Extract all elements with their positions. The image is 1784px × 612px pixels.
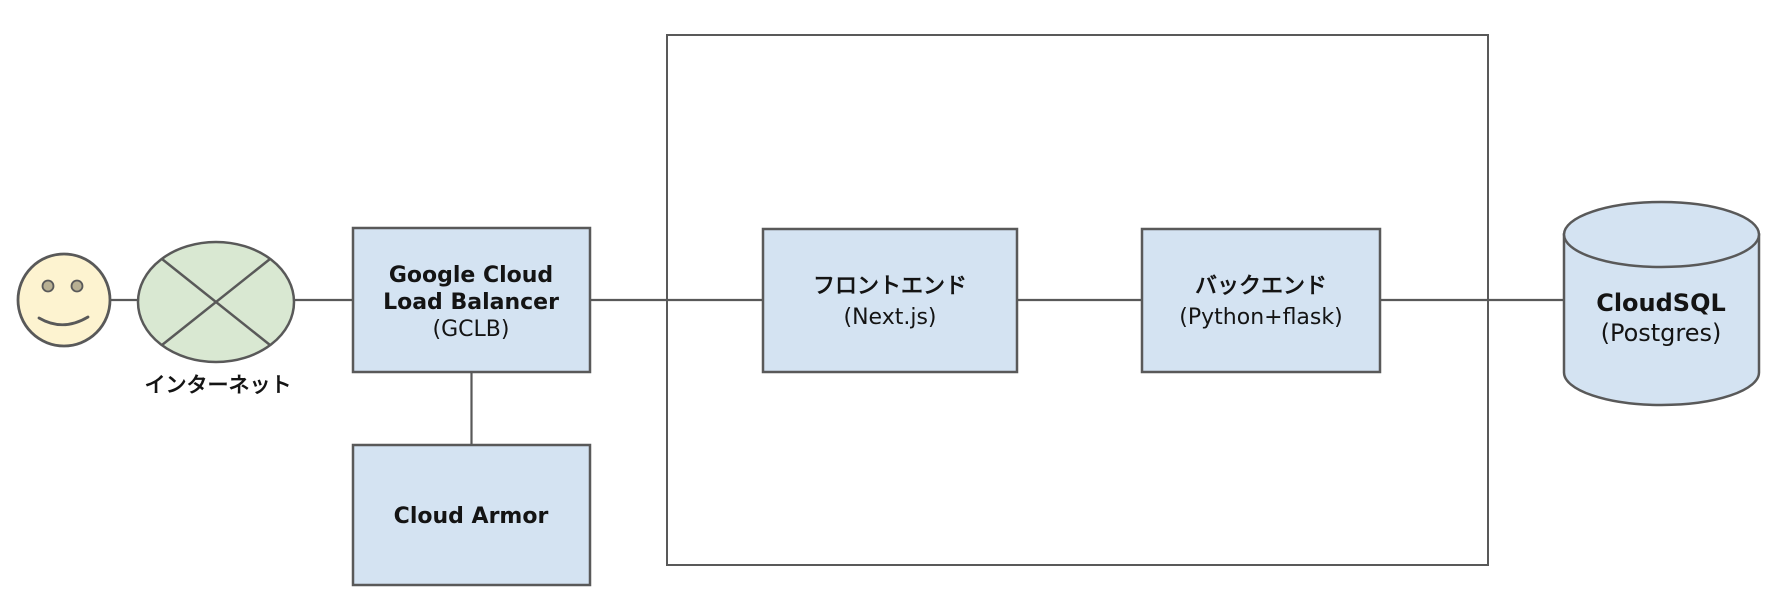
smiley-mouth: [37, 315, 90, 327]
cloud-armor-title: Cloud Armor: [394, 504, 549, 529]
backend-node: バックエンド (Python+flask): [1140, 227, 1382, 374]
gclb-subtitle: (GCLB): [433, 317, 510, 342]
gclb-title-line1: Google Cloud: [389, 263, 553, 288]
gclb-box: [351, 226, 592, 374]
frontend-title: フロントエンド: [813, 274, 967, 299]
frontend-box: [761, 227, 1019, 374]
cloudsql-node: CloudSQL (Postgres): [1562, 200, 1761, 407]
user-smiley-icon: [16, 252, 112, 348]
internet-cross-line-2: [161, 258, 271, 346]
database-cylinder-top: [1562, 200, 1761, 269]
backend-subtitle: (Python+flask): [1179, 305, 1342, 330]
gclb-title-line2: Load Balancer: [383, 290, 559, 315]
cloudsql-subtitle: (Postgres): [1601, 319, 1722, 347]
backend-box: [1140, 227, 1382, 374]
frontend-node: フロントエンド (Next.js): [761, 227, 1019, 374]
cloud-armor-box: [351, 443, 592, 587]
cloudsql-title: CloudSQL: [1596, 289, 1726, 317]
smiley-right-eye: [70, 279, 84, 293]
frontend-subtitle: (Next.js): [844, 305, 937, 330]
cloud-armor-node: Cloud Armor: [351, 443, 592, 587]
internet-node: インターネット: [136, 240, 296, 397]
smiley-face-circle: [16, 252, 112, 348]
internet-label: インターネット: [145, 373, 292, 397]
gclb-node: Google Cloud Load Balancer (GCLB): [351, 226, 592, 374]
backend-title: バックエンド: [1195, 274, 1327, 299]
app-boundary-box: [666, 34, 1489, 566]
database-cylinder-body: [1562, 233, 1761, 407]
smiley-left-eye: [41, 279, 55, 293]
